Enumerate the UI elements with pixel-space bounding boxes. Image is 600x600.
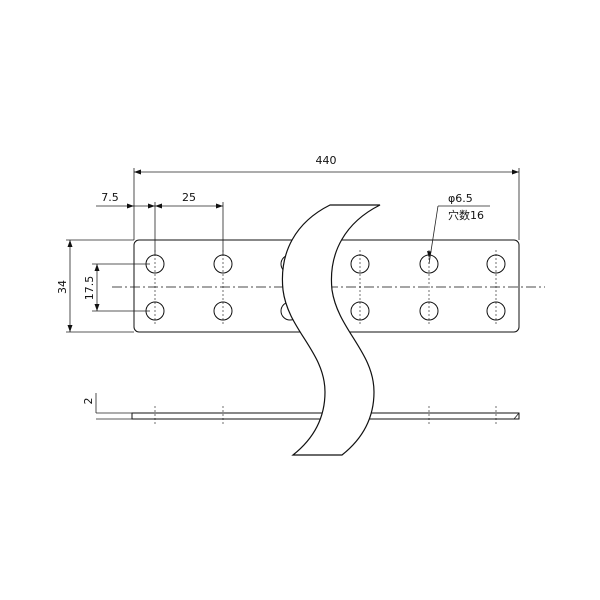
edge-offset-label: 7.5 [101, 191, 119, 204]
plan-view: 440 7.5 25 φ6.5 穴数16 [56, 154, 545, 333]
dimension-thickness: 2 [82, 393, 132, 420]
dimension-overall-length: 440 [133, 154, 520, 240]
thickness-label: 2 [82, 398, 95, 405]
hole-callout: φ6.5 穴数16 [427, 192, 490, 265]
row-spacing-label: 17.5 [83, 276, 96, 301]
break-mark [281, 204, 381, 456]
plate-width-label: 34 [56, 280, 69, 294]
side-hole-marks [154, 406, 497, 426]
dimension-hole-pitch: 7.5 25 [96, 191, 224, 255]
dimension-row-spacing: 17.5 [83, 263, 150, 312]
side-view: 2 [82, 393, 520, 426]
hole-diameter-label: φ6.5 [448, 192, 473, 205]
hole-count-label: 穴数16 [448, 208, 484, 222]
overall-length-label: 440 [316, 154, 337, 167]
dimension-plate-width: 34 [56, 239, 134, 333]
hole-pitch-label: 25 [182, 191, 196, 204]
